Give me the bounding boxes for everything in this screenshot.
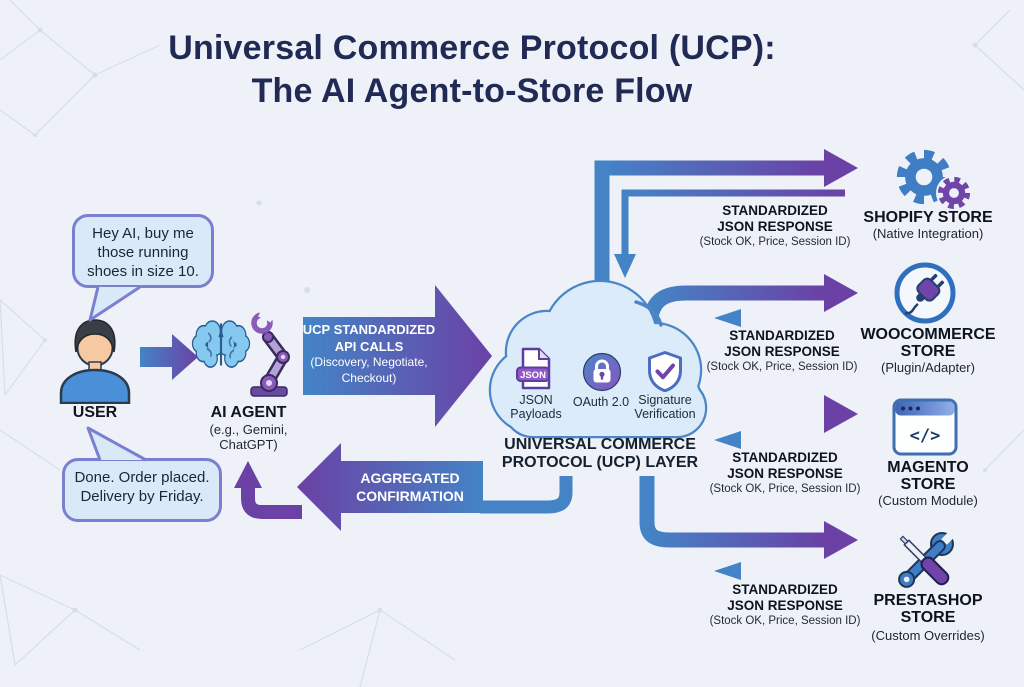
confirmation-line1: AGGREGATED <box>360 470 460 486</box>
robot-arm-icon <box>250 306 290 397</box>
page-title: Universal Commerce Protocol (UCP): The A… <box>0 27 944 113</box>
request-arrow-line2: API CALLS <box>334 339 404 355</box>
woocommerce-store-integration: (Plugin/Adapter) <box>881 360 975 375</box>
prestashop-store-integration: (Custom Overrides) <box>871 628 985 643</box>
code-glyph: </> <box>910 426 941 446</box>
request-line-shopify <box>594 160 824 312</box>
plug-icon <box>894 262 956 324</box>
signature-verification-label: Signature Verification <box>634 393 696 421</box>
user-label: USER <box>72 404 118 421</box>
code-window-icon: </> <box>892 398 958 456</box>
ucp-layer-title: UNIVERSAL COMMERCE PROTOCOL (UCP) LAYER <box>501 436 699 472</box>
flow-arrows <box>140 149 858 580</box>
magento-store-integration: (Custom Module) <box>878 493 978 508</box>
oauth-label: OAuth 2.0 <box>572 395 630 409</box>
woocommerce-store-name: WOOCOMMERCE STORE <box>860 326 996 361</box>
json-response-label-prestashop: STANDARDIZED JSON RESPONSE (Stock OK, Pr… <box>709 582 861 627</box>
ucp-request-arrow <box>303 285 492 427</box>
confirmation-line-right <box>480 476 573 514</box>
gears-icon <box>884 144 972 211</box>
request-arrow-line3: (Discovery, Negotiate, <box>310 355 428 370</box>
ai-agent-sublabel: (e.g., Gemini, ChatGPT) <box>209 422 288 453</box>
ucp-cloud <box>488 279 708 439</box>
confirmation-big-arrow <box>297 443 483 531</box>
json-response-label-woocommerce: STANDARDIZED JSON RESPONSE (Stock OK, Pr… <box>706 328 858 373</box>
request-arrow-line4: Checkout) <box>341 370 397 385</box>
title-line-1: Universal Commerce Protocol (UCP): <box>168 29 776 67</box>
confirmation-line-left <box>241 488 302 519</box>
confirmation-line2: CONFIRMATION <box>356 488 464 505</box>
request-arrow-line1: UCP STANDARDIZED <box>302 322 436 337</box>
shopify-store-name: SHOPIFY STORE <box>863 209 993 226</box>
request-bubble-tail <box>88 285 141 322</box>
json-payloads-label: JSON Payloads <box>510 393 562 421</box>
aggregated-confirmation-label: AGGREGATED CONFIRMATION <box>330 469 490 505</box>
user-to-agent-arrow <box>140 334 198 380</box>
request-line-prestashop <box>639 476 824 548</box>
magento-store-name: MAGENTO STORE <box>887 459 969 494</box>
oauth-lock-icon <box>582 352 622 392</box>
user-icon <box>59 319 131 404</box>
brain-icon <box>191 320 251 368</box>
confirmation-bubble-tail <box>86 426 147 462</box>
shopify-store-integration: (Native Integration) <box>872 226 984 241</box>
title-line-2: The AI Agent-to-Store Flow <box>251 71 693 110</box>
ucp-request-arrow-label: UCP STANDARDIZED API CALLS (Discovery, N… <box>299 321 439 387</box>
prestashop-store-name: PRESTASHOP STORE <box>873 592 983 627</box>
json-response-label-shopify: STANDARDIZED JSON RESPONSE (Stock OK, Pr… <box>699 203 851 248</box>
json-badge-text: JSON <box>520 370 546 381</box>
response-line-shopify <box>621 189 845 256</box>
ai-agent-label: AI AGENT <box>210 404 287 421</box>
tools-icon <box>898 529 957 588</box>
json-response-label-magento: STANDARDIZED JSON RESPONSE (Stock OK, Pr… <box>709 450 861 495</box>
ai-agent-icon <box>191 306 290 397</box>
json-file-icon: JSON <box>516 347 551 390</box>
user-request-bubble: Hey AI, buy me those running shoes in si… <box>72 214 214 288</box>
user-confirmation-bubble: Done. Order placed. Delivery by Friday. <box>62 458 222 522</box>
shield-check-icon <box>648 351 682 392</box>
